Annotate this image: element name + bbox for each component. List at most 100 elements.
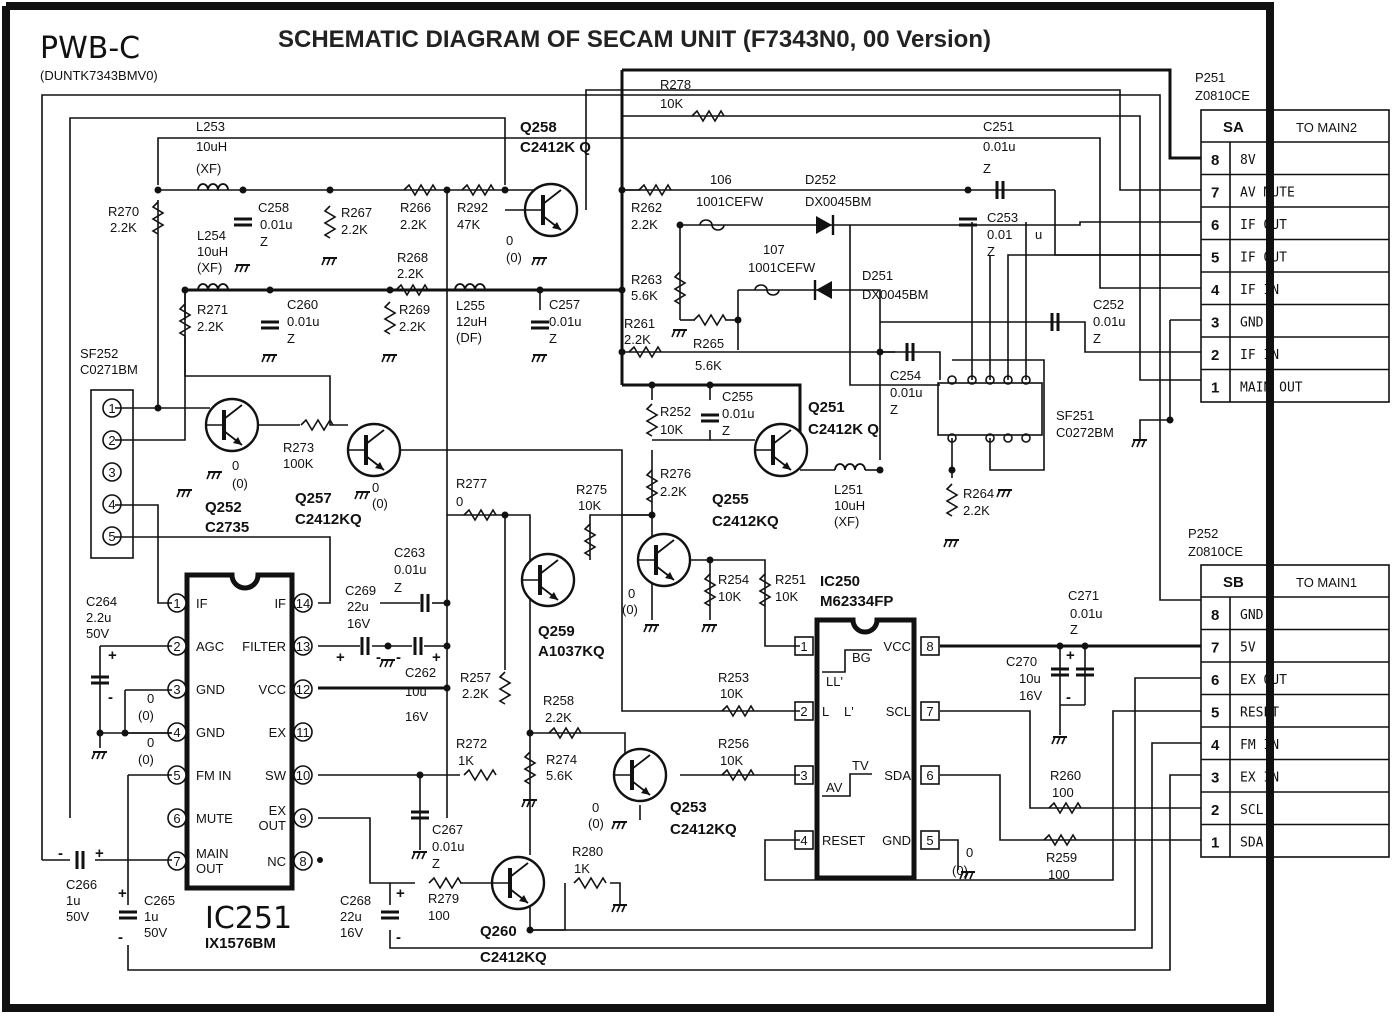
- svg-text:L': L': [844, 704, 854, 719]
- connector-pin-number: 3: [1211, 770, 1219, 787]
- value-r267: 2.2K: [341, 222, 368, 237]
- polarity-mark: -: [118, 929, 123, 946]
- transistor-ref: Q253: [670, 799, 707, 816]
- transistor-note: (0): [232, 476, 248, 491]
- value-r278: 10K: [660, 96, 683, 111]
- transistor-note: 0: [592, 800, 599, 815]
- ic250-pin-1-number: 1: [800, 639, 807, 654]
- connector-pin-label: SCL: [1240, 803, 1264, 818]
- value-r263: 5.6K: [631, 288, 658, 303]
- value-r279: 100: [428, 908, 450, 923]
- value-c271: 0.01u: [1070, 606, 1103, 621]
- transistor-part: C2412KQ: [480, 949, 547, 966]
- value2-c260: Z: [287, 331, 295, 346]
- ic251-pin-8: [293, 851, 313, 871]
- value2-l255: (DF): [456, 330, 482, 345]
- ic251-pin-11-number: 11: [296, 725, 310, 740]
- ic251-pin-label: GND: [196, 682, 225, 697]
- value-d252: DX0045BM: [805, 194, 871, 209]
- ic250-pin-8-number: 8: [926, 639, 933, 654]
- connector-pin-label: IF OUT: [1240, 251, 1287, 266]
- polarity-mark: -: [1066, 689, 1071, 706]
- value2-l253: (XF): [196, 161, 221, 176]
- ic251-pin-4: [167, 722, 187, 742]
- polarity-mark: -: [376, 649, 381, 666]
- transistor-part: C2412K Q: [808, 421, 879, 438]
- polarity-mark: +: [1066, 647, 1075, 664]
- connector-pin-label: GND: [1240, 608, 1264, 623]
- ref-r256: R256: [718, 736, 749, 751]
- value2-c262: 16V: [405, 709, 428, 724]
- connector-destination: TO MAIN1: [1296, 575, 1357, 590]
- ic251-pin-label: VCC: [259, 682, 286, 697]
- transistor-part: C2412KQ: [712, 513, 779, 530]
- value2-c252: Z: [1093, 331, 1101, 346]
- ref-c271: C271: [1068, 588, 1099, 603]
- transistor-ref: Q257: [295, 490, 332, 507]
- value-r265: 5.6K: [695, 358, 722, 373]
- connector-header: SB: [1223, 574, 1244, 591]
- value2-c268: 16V: [340, 925, 363, 940]
- ic251-pin-10-number: 10: [296, 768, 310, 783]
- connector-pin-number: 1: [1211, 380, 1219, 397]
- value-c253: 0.01: [987, 227, 1012, 242]
- polarity-mark: +: [432, 649, 441, 666]
- sf252-pin-1-number: 1: [108, 401, 115, 416]
- value-r260: 100: [1052, 785, 1074, 800]
- value-c263: 0.01u: [394, 562, 427, 577]
- transistor-ref: Q251: [808, 399, 845, 416]
- ref-r278: R278: [660, 77, 691, 92]
- value-r266: 2.2K: [400, 217, 427, 232]
- value-r253: 10K: [720, 686, 743, 701]
- ic250-pin-label: GND: [882, 833, 911, 848]
- ic251-pin-14: [293, 593, 313, 613]
- transistor-note: (0): [372, 496, 388, 511]
- connector-pin-number: 8: [1211, 152, 1219, 169]
- sf252-pin-3-number: 3: [108, 465, 115, 480]
- value-r273: 100K: [283, 456, 314, 471]
- ref-c251: C251: [983, 119, 1014, 134]
- ref-c260: C260: [287, 297, 318, 312]
- ref-c263: C263: [394, 545, 425, 560]
- ref-c264: C264: [86, 594, 117, 609]
- ic250-pin-6: [920, 765, 940, 785]
- ic251-pin-14-number: 14: [296, 596, 310, 611]
- value2-c253: Z: [987, 244, 995, 259]
- value-r277: 0: [456, 494, 463, 509]
- value-c252: 0.01u: [1093, 314, 1126, 329]
- ic251-pin-label: NC: [267, 854, 286, 869]
- ic251-pin-6-number: 6: [173, 811, 180, 826]
- connector-pin-number: 5: [1211, 250, 1219, 267]
- ref-r253: R253: [718, 670, 749, 685]
- value-c254: 0.01u: [890, 385, 923, 400]
- transistor-note: 0: [506, 233, 513, 248]
- ic251-pin-13: [293, 636, 313, 656]
- ic251-pin-label: MUTE: [196, 811, 233, 826]
- connector-p251: P251 Z0810CE SA TO MAIN2: [1195, 70, 1390, 403]
- connector-destination: TO MAIN2: [1296, 120, 1357, 135]
- value-l251: 10uH: [834, 498, 865, 513]
- ic250-pin-4-number: 4: [800, 833, 807, 848]
- connector-ref: P252: [1188, 526, 1218, 541]
- ic251-pin-9-number: 9: [299, 811, 306, 826]
- ref-c267: C267: [432, 822, 463, 837]
- ref-c262: C262: [405, 665, 436, 680]
- value-d251: DX0045BM: [862, 287, 928, 302]
- component-labels: R27810KL25310uH(XF)C2510.01uZR2702.2KC25…: [58, 77, 1126, 966]
- ic250-pin-7-number: 7: [926, 704, 933, 719]
- value2-c263: Z: [394, 580, 402, 595]
- ic250-pin-label: L: [822, 704, 829, 719]
- ref-i106: 106: [710, 172, 732, 187]
- ic250-pin-2-number: 2: [800, 704, 807, 719]
- connector-header: SA: [1223, 119, 1244, 136]
- sf252-pin-5: [102, 526, 122, 546]
- value2-c258: Z: [260, 234, 268, 249]
- transistor-ref: Q255: [712, 491, 749, 508]
- value-c266: 1u: [66, 893, 80, 908]
- connector-pin-label: RESET: [1240, 706, 1279, 721]
- value-r256: 10K: [720, 753, 743, 768]
- polarity-mark: -: [108, 689, 113, 706]
- transistor-part: C2735: [205, 519, 249, 536]
- value-c269: 22u: [347, 599, 369, 614]
- note-zero: 0: [966, 845, 973, 860]
